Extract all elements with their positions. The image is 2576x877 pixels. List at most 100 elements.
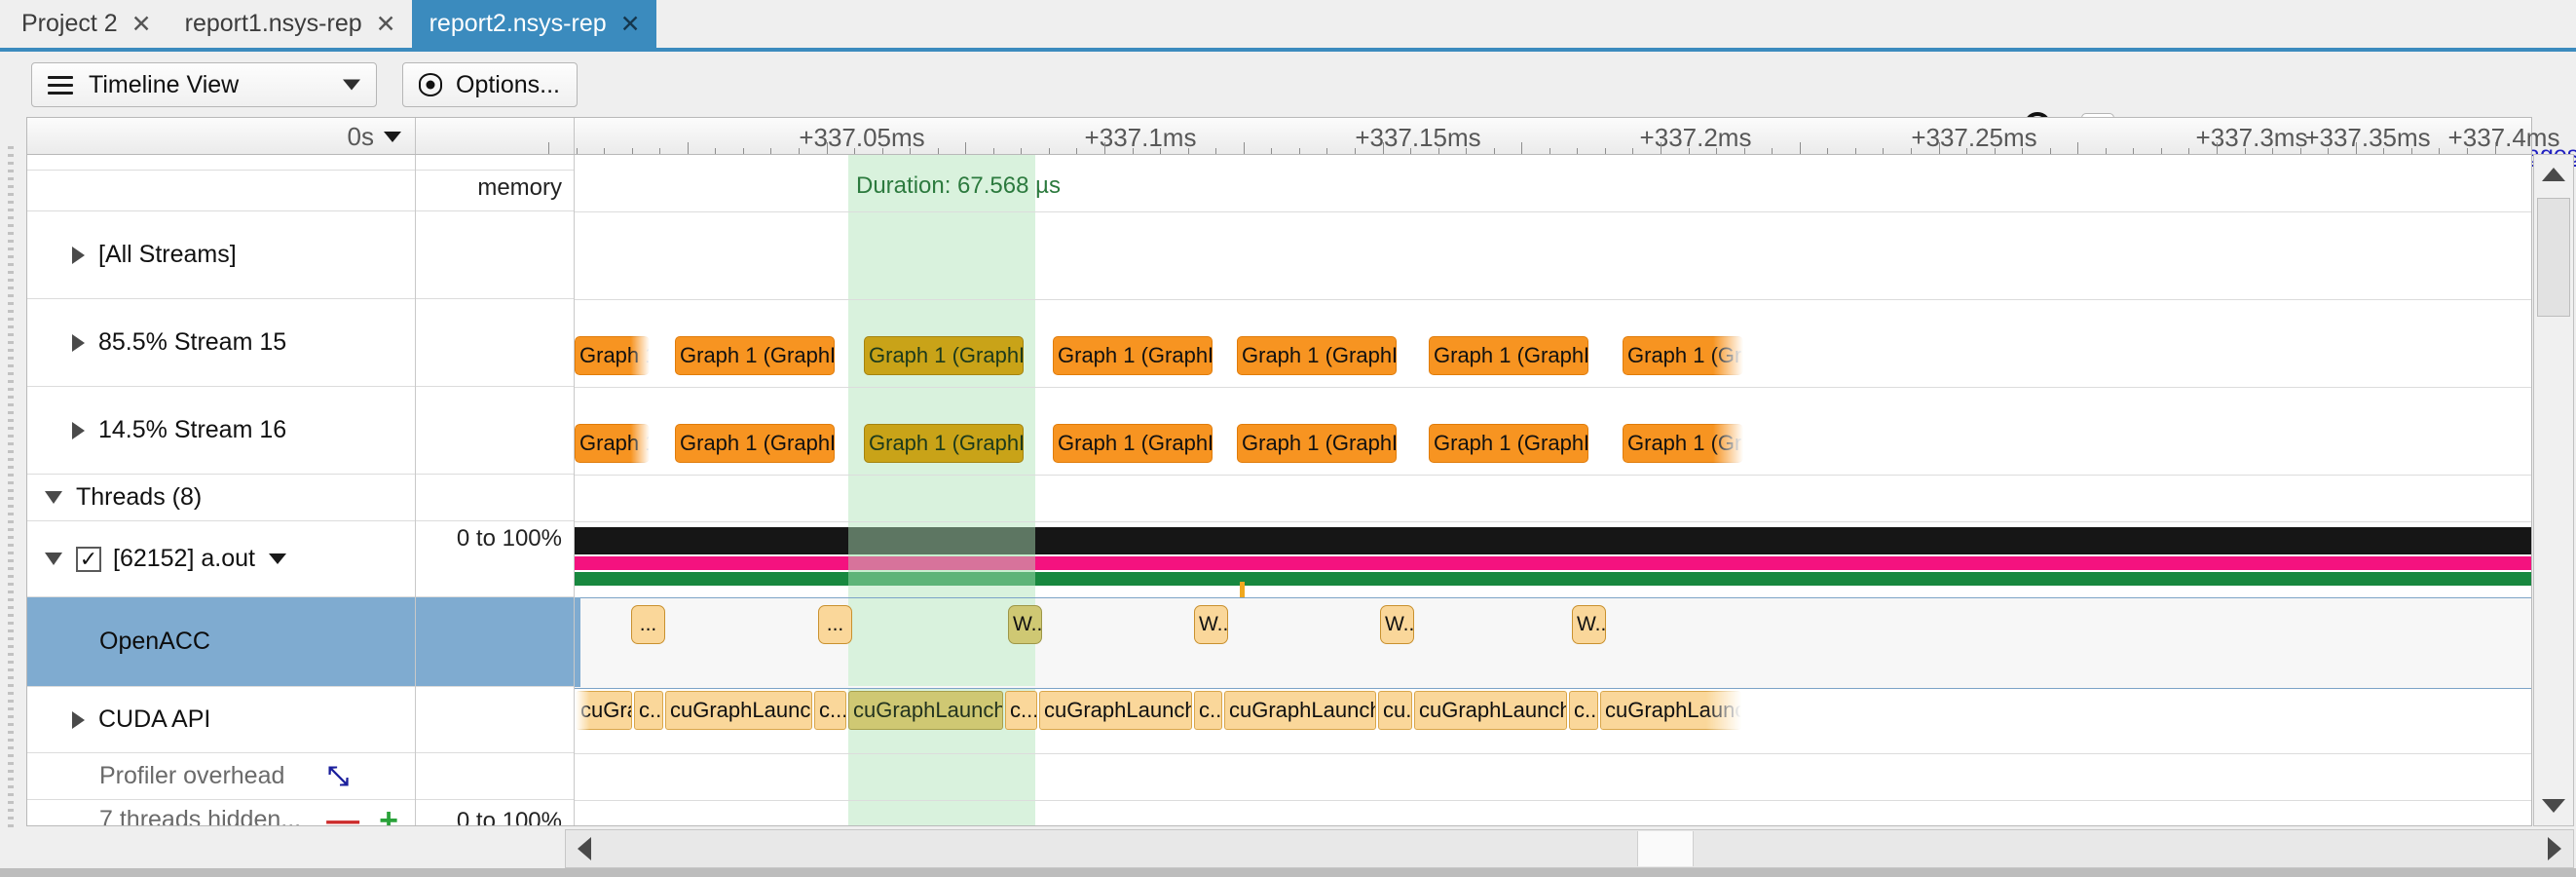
cuda-api-bar[interactable]: cuGraphLaunch	[1600, 691, 1741, 730]
row-label-cuda-api-row[interactable]: CUDA API	[27, 687, 415, 753]
cuda-api-bar[interactable]: c...	[1194, 691, 1222, 730]
hamburger-icon	[48, 75, 73, 95]
bar-label: cuGraphLaunch	[1419, 698, 1566, 722]
cuda-api-bar[interactable]: c...	[814, 691, 846, 730]
timeline-ruler[interactable]: 0s +337.05ms+337.1ms+337.15ms+337.2ms+33…	[26, 117, 2559, 156]
scroll-up-button[interactable]	[2534, 155, 2573, 194]
cuda-api-bar[interactable]: cuGra...	[576, 691, 632, 730]
graph-bar-all-streams[interactable]: Graph 1 (GraphExec 3)	[1053, 336, 1213, 375]
bar-label: Graph 1 (GraphExec 3)	[1242, 431, 1396, 455]
row-scale-openacc-row	[416, 597, 574, 687]
bar-label: cu...	[1383, 698, 1411, 722]
tab-0[interactable]: Project 2✕	[4, 0, 168, 48]
bar-label: Graph 1 (GraphExec 3)	[1434, 343, 1587, 367]
vertical-scrollbar-thumb[interactable]	[2537, 198, 2570, 317]
expand-arrows-icon[interactable]: ⤡	[327, 760, 349, 790]
graph-bar-stream-16[interactable]: Graph 1 (GraphExec 3)	[864, 424, 1024, 463]
graph-bar-stream-16[interactable]: Graph 1 (Graph...	[1623, 424, 1743, 463]
ruler-tick-label: +337.05ms	[799, 123, 925, 152]
vertical-scrollbar[interactable]	[2533, 154, 2574, 826]
cuda-api-bar[interactable]: c...	[1569, 691, 1598, 730]
ruler-tick-label: +337.25ms	[1911, 123, 2037, 152]
graph-bar-stream-16[interactable]: Graph 1 (GraphExec 3)	[675, 424, 835, 463]
graph-bar-stream-16[interactable]: Graph 1 (GraphExec 3)	[1429, 424, 1588, 463]
horizontal-scrollbar-thumb[interactable]	[1637, 831, 1694, 866]
horizontal-scrollbar[interactable]	[565, 829, 2574, 868]
close-icon[interactable]: ✕	[375, 10, 396, 38]
selection-overlay-openacc	[848, 598, 1035, 686]
row-label-text: [All Streams]	[98, 241, 237, 268]
selection-overlay-strips	[848, 527, 1035, 586]
row-label-cut-off-row[interactable]	[27, 155, 415, 171]
row-label-stream-15[interactable]: 85.5% Stream 15	[27, 299, 415, 387]
tab-2[interactable]: report2.nsys-rep✕	[411, 0, 656, 48]
graph-bar-stream-16[interactable]: Graph 1 (GraphExec 3)	[1053, 424, 1213, 463]
row-label-text: Profiler overhead	[99, 762, 285, 789]
chevron-down-icon[interactable]	[45, 491, 62, 504]
close-icon[interactable]: ✕	[131, 10, 152, 38]
row-label-openacc-row[interactable]: OpenACC	[27, 597, 415, 687]
graph-bar-stream-16[interactable]: Graph 1 (GraphExec 3)	[1237, 424, 1397, 463]
close-icon[interactable]: ✕	[619, 10, 641, 38]
options-button[interactable]: Options...	[402, 62, 578, 107]
scroll-right-button[interactable]	[2536, 830, 2573, 867]
cuda-api-bar[interactable]: cuGraphLaunch	[1414, 691, 1567, 730]
openacc-marker[interactable]: W...	[1194, 605, 1228, 644]
row-label-memory-row[interactable]	[27, 171, 415, 211]
bar-label: c...	[639, 698, 662, 722]
openacc-marker[interactable]: ...	[631, 605, 665, 644]
cuda-api-bar[interactable]: c...	[634, 691, 663, 730]
row-scale-all-streams	[416, 211, 574, 299]
graph-bar-all-streams[interactable]: Graph 1 ...	[575, 336, 650, 375]
openacc-selected-edge	[575, 597, 580, 687]
ruler-tick-label: +337.2ms	[1639, 123, 1752, 152]
chevron-right-icon[interactable]	[72, 333, 85, 352]
chevron-right-icon[interactable]	[72, 710, 85, 729]
openacc-marker[interactable]: W...	[1380, 605, 1414, 644]
thread-menu-icon[interactable]	[268, 553, 286, 564]
ruler-origin[interactable]: 0s	[27, 118, 416, 155]
bar-label: cuGraphLaunch	[1605, 698, 1740, 722]
eye-icon	[419, 73, 442, 96]
cuda-api-bar[interactable]: cu...	[1378, 691, 1412, 730]
row-label-text: OpenACC	[99, 628, 210, 655]
graph-bar-stream-16[interactable]: Graph 1 ...	[575, 424, 650, 463]
openacc-marker[interactable]: W...	[1008, 605, 1042, 644]
scroll-left-button[interactable]	[566, 830, 603, 867]
graph-bar-all-streams[interactable]: Graph 1 (Graph...	[1623, 336, 1743, 375]
chevron-right-icon[interactable]	[72, 246, 85, 264]
timeline-view-dropdown[interactable]: Timeline View	[31, 62, 377, 107]
row-checkbox[interactable]: ✓	[76, 546, 101, 572]
cuda-api-bar[interactable]: cuGraphLaunch	[665, 691, 812, 730]
openacc-marker[interactable]: ...	[818, 605, 852, 644]
timeline-view-label: Timeline View	[89, 70, 240, 98]
tab-label: report1.nsys-rep	[184, 10, 362, 37]
row-label-all-streams[interactable]: [All Streams]	[27, 211, 415, 299]
graph-bar-all-streams[interactable]: Graph 1 (GraphExec 3)	[1429, 336, 1588, 375]
chevron-down-icon[interactable]	[45, 553, 62, 565]
row-separator	[575, 521, 2531, 522]
tab-1[interactable]: report1.nsys-rep ✕	[167, 0, 412, 48]
graph-bar-all-streams[interactable]: Graph 1 (GraphExec 3)	[675, 336, 835, 375]
row-label-threads-group[interactable]: Threads (8)	[27, 475, 415, 521]
arrow-left-icon	[578, 837, 591, 860]
graph-bar-all-streams[interactable]: Graph 1 (GraphExec 3)	[864, 336, 1024, 375]
bar-label: Graph 1 (GraphExec 3)	[1058, 431, 1212, 455]
row-label-stream-16[interactable]: 14.5% Stream 16	[27, 387, 415, 475]
graph-bar-all-streams[interactable]: Graph 1 (GraphExec 3)	[1237, 336, 1397, 375]
row-label-threads-hidden-row[interactable]: 7 threads hidden...—+	[27, 800, 415, 826]
cuda-api-bar[interactable]: c...	[1005, 691, 1037, 730]
row-label-profiler-overhead-row[interactable]: Profiler overhead ⤡	[27, 753, 415, 800]
chevron-right-icon[interactable]	[72, 421, 85, 439]
cuda-api-bar[interactable]: cuGraphLaunch	[1224, 691, 1376, 730]
bar-label: W...	[1013, 613, 1041, 635]
bar-label: ...	[826, 613, 844, 635]
cuda-api-bar[interactable]: cuGraphLaunch	[848, 691, 1003, 730]
openacc-marker[interactable]: W...	[1572, 605, 1606, 644]
panel-resize-grip[interactable]	[8, 146, 14, 828]
row-label-process-a-out[interactable]: ✓[62152] a.out	[27, 521, 415, 597]
cuda-api-bar[interactable]: cuGraphLaunch	[1039, 691, 1192, 730]
scroll-down-button[interactable]	[2534, 786, 2573, 825]
